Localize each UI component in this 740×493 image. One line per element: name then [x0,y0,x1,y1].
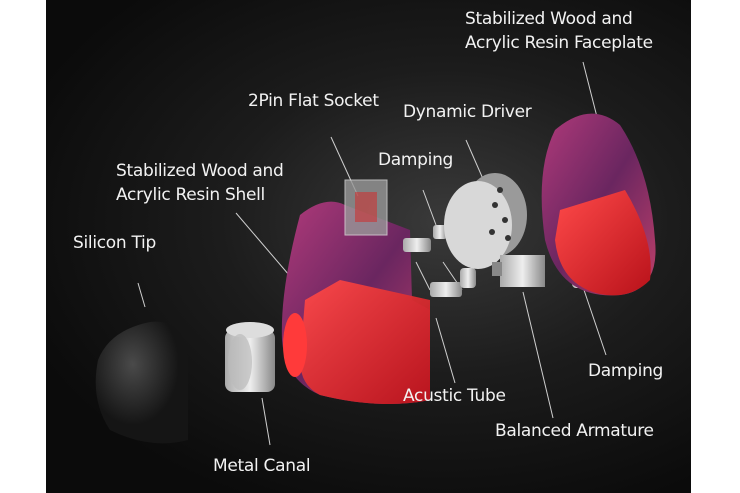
silicon-tip-part [95,321,188,444]
leader-silicon-tip [137,282,146,308]
label-dynamic-driver: Dynamic Driver [403,102,532,122]
socket-part [344,179,388,236]
leader-lines [137,61,607,446]
label-acoustic-tube: Acustic Tube [403,386,506,406]
label-faceplate-line2: Acrylic Resin Faceplate [465,33,653,53]
label-faceplate-line1: Stabilized Wood and [465,9,633,29]
label-shell-line1: Stabilized Wood and [116,161,284,181]
label-metal-canal: Metal Canal [213,456,311,476]
dynamic-driver-part [444,173,527,269]
label-socket: 2Pin Flat Socket [248,91,379,111]
balanced-armature-part [492,255,545,287]
label-shell-line2: Acrylic Resin Shell [116,185,265,205]
leader-damping-top [422,189,437,226]
leader-balanced-armature [522,291,554,419]
leader-shell [235,212,296,283]
metal-canal-part [225,322,275,392]
leader-acoustic-tube-2 [415,261,431,291]
leader-faceplate [582,61,598,118]
label-balanced-armature: Balanced Armature [495,421,654,441]
leader-damping-right [582,286,607,356]
leader-acoustic-tube [435,317,456,384]
leader-metal-canal [261,397,271,446]
faceplate-part [541,113,656,296]
label-damping-top: Damping [378,150,454,170]
label-silicon-tip: Silicon Tip [73,233,156,253]
label-damping-right: Damping [588,361,664,381]
shell-part [281,201,430,404]
